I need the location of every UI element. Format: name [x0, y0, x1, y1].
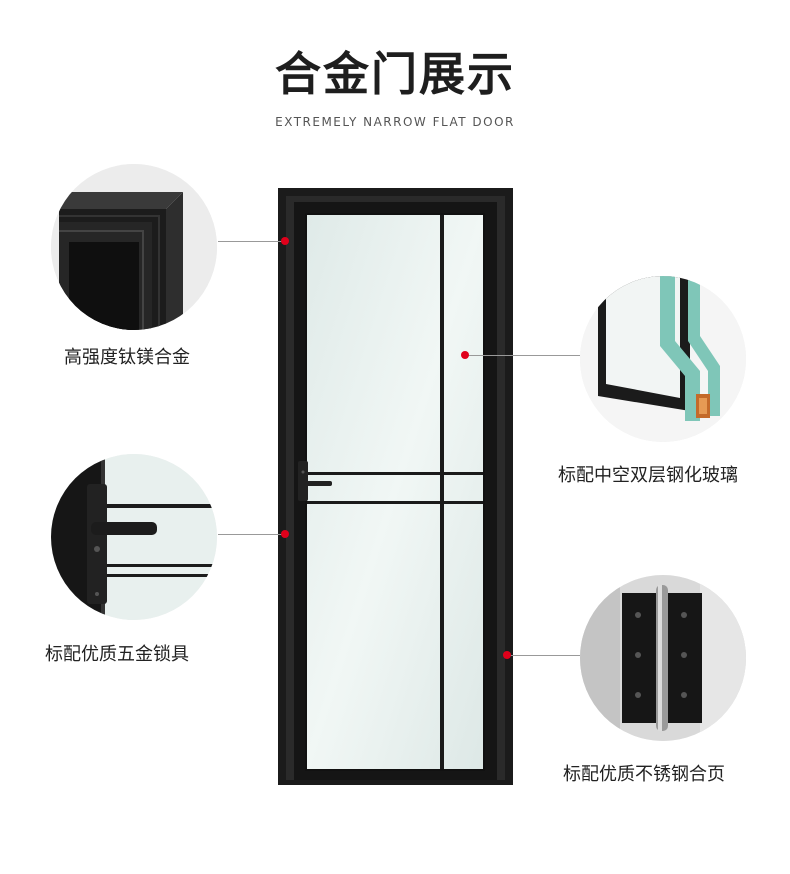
leader-line-hinge [508, 655, 580, 656]
feature-frame-circle [51, 164, 217, 330]
marker-dot-alloy [281, 237, 289, 245]
feature-caption-glass: 标配中空双层钢化玻璃 [558, 465, 738, 486]
lock-handle-icon [51, 454, 217, 620]
double-glass-icon [580, 276, 746, 442]
leader-line-alloy [218, 241, 284, 242]
feature-caption-hinge: 标配优质不锈钢合页 [563, 764, 725, 785]
leader-line-lock [218, 534, 284, 535]
frame-corner-icon [51, 164, 217, 330]
marker-dot-glass [461, 351, 469, 359]
feature-hinge-circle [580, 575, 746, 741]
feature-lock-circle [51, 454, 217, 620]
feature-caption-lock: 标配优质五金锁具 [45, 644, 189, 665]
feature-glass-circle [580, 276, 746, 442]
page-subtitle: EXTREMELY NARROW FLAT DOOR [275, 115, 515, 129]
marker-dot-hinge [503, 651, 511, 659]
page-title: 合金门展示 [275, 47, 515, 101]
leader-line-glass [466, 355, 580, 356]
hinge-icon [580, 575, 746, 741]
door-illustration [278, 188, 513, 785]
feature-caption-alloy: 高强度钛镁合金 [64, 347, 190, 368]
marker-dot-lock [281, 530, 289, 538]
